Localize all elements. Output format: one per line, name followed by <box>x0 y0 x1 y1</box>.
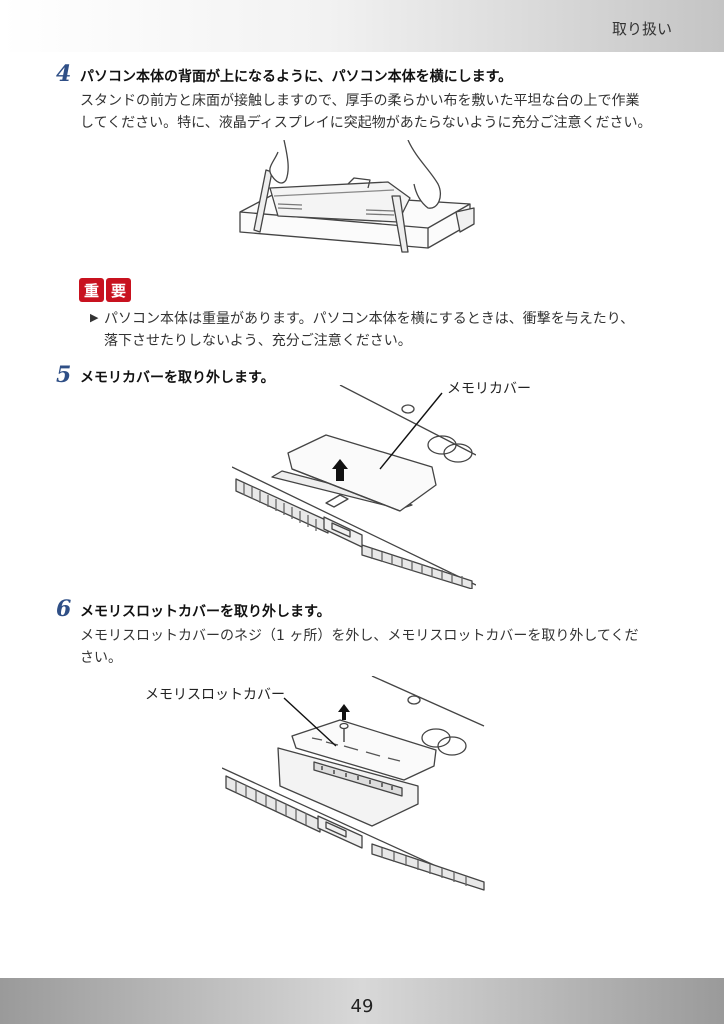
important-note-line-1: パソコン本体は重量があります。パソコン本体を横にするときは、衝撃を与えたり、 <box>104 311 635 327</box>
step-6-text: メモリスロットカバーのネジ（1 ヶ所）を外し、メモリスロットカバーを取り外してく… <box>80 625 680 669</box>
important-badge: 重 要 <box>79 278 131 302</box>
pc-laying-down-illustration <box>239 140 475 253</box>
step-6-title: メモリスロットカバーを取り外します。 <box>80 604 331 620</box>
step-4-number: 4 <box>56 61 72 87</box>
badge-char-2: 要 <box>106 278 131 302</box>
important-note-line-2: 落下させたりしないよう、充分ご注意ください。 <box>104 333 412 349</box>
memory-cover-illustration <box>232 385 476 589</box>
section-title: 取り扱い <box>611 20 672 38</box>
step-6-number: 6 <box>56 596 72 622</box>
step-4-text: スタンドの前方と床面が接触しますので、厚手の柔らかい布を敷いた平坦な台の上で作業… <box>80 90 680 134</box>
memory-slot-cover-label: メモリスロットカバー <box>145 687 285 703</box>
badge-char-1: 重 <box>79 278 104 302</box>
memory-cover-label: メモリカバー <box>447 381 531 397</box>
header-bar <box>0 0 724 52</box>
page-number: 49 <box>350 996 374 1017</box>
step-4-text-line-2: してください。特に、液晶ディスプレイに突起物があたらないように充分ご注意ください… <box>80 115 652 131</box>
footer-bar <box>0 978 724 1024</box>
step-4-title: パソコン本体の背面が上になるように、パソコン本体を横にします。 <box>80 69 513 85</box>
important-note-text: パソコン本体は重量があります。パソコン本体を横にするときは、衝撃を与えたり、 落… <box>104 308 684 352</box>
bullet-triangle-icon: ▶ <box>90 311 99 324</box>
step-6-text-line-2: さい。 <box>80 650 122 666</box>
step-5-title: メモリカバーを取り外します。 <box>80 370 275 386</box>
step-4-text-line-1: スタンドの前方と床面が接触しますので、厚手の柔らかい布を敷いた平坦な台の上で作業 <box>80 93 640 109</box>
memory-slot-cover-illustration <box>222 676 485 891</box>
step-5-number: 5 <box>56 362 72 388</box>
step-6-text-line-1: メモリスロットカバーのネジ（1 ヶ所）を外し、メモリスロットカバーを取り外してく… <box>80 628 639 644</box>
